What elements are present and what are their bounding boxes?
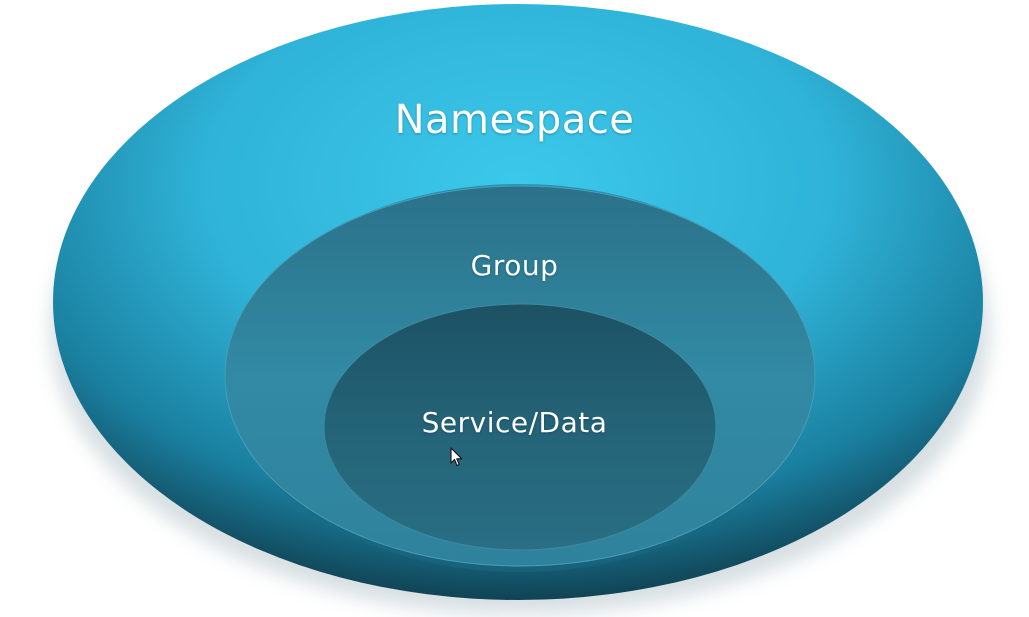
group-label: Group [470,249,559,282]
mouse-pointer-icon [450,447,463,467]
service-data-label: Service/Data [421,406,608,439]
namespace-label: Namespace [394,97,635,143]
service-data-ellipse [323,303,717,551]
